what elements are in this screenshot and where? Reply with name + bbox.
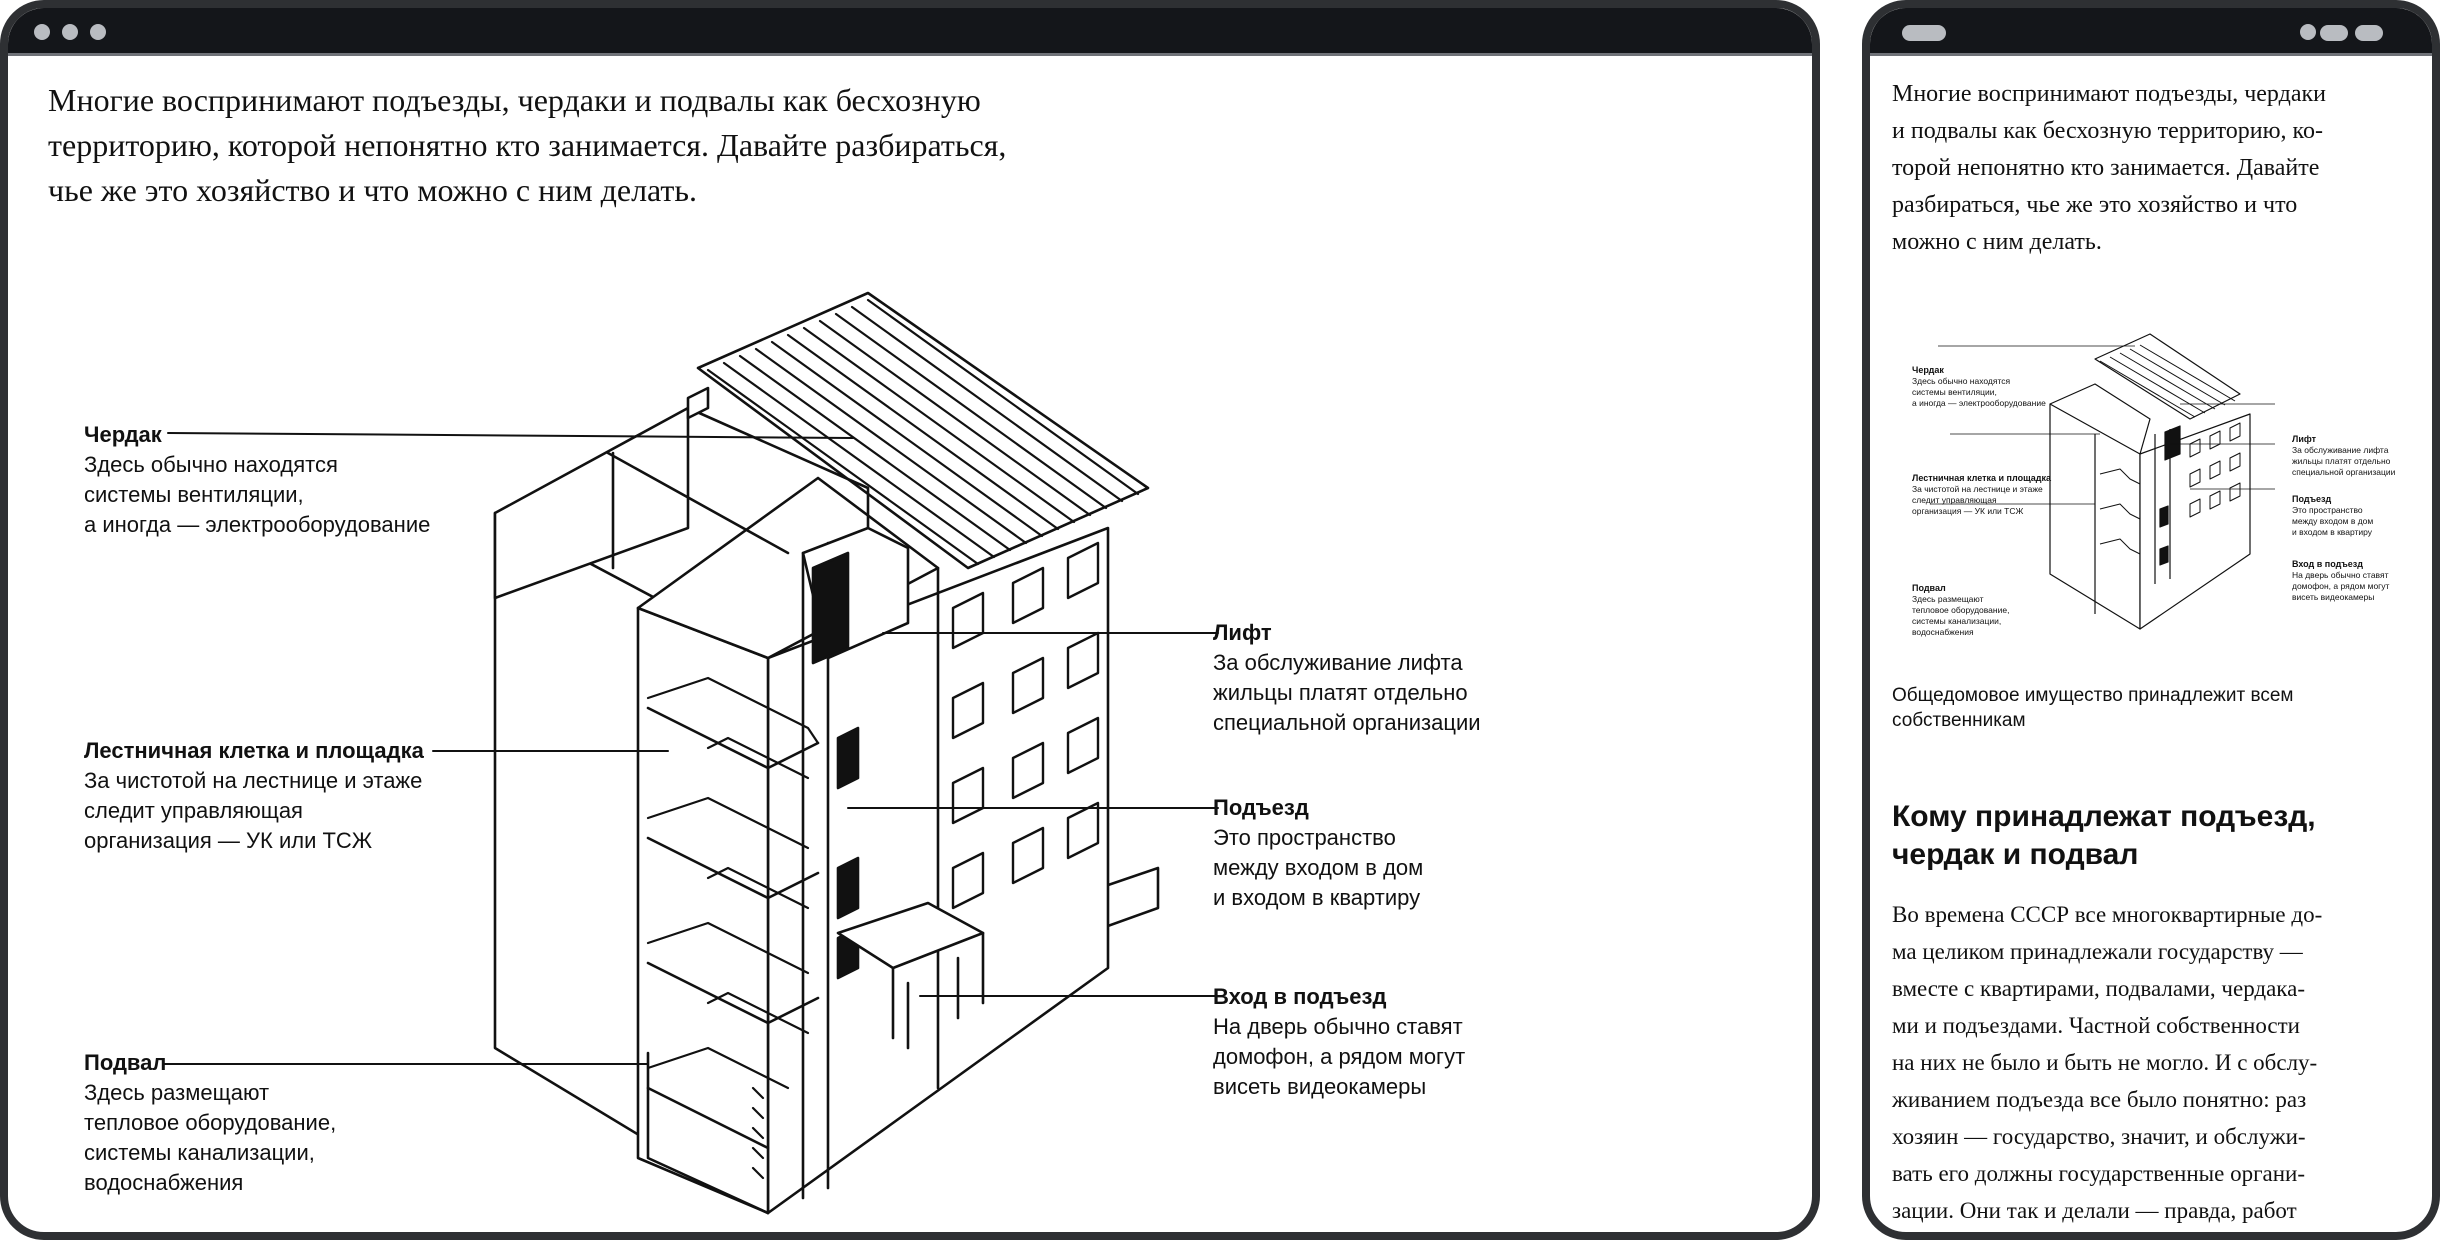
label-title: Чердак: [84, 420, 430, 450]
mobile-article-intro: Многие воспринимают подъезды, чердаки и …: [1892, 76, 2422, 261]
article-body: Во времена СССР все многоквартирные до- …: [1892, 896, 2426, 1229]
label-title: Вход в подъезд: [2292, 559, 2389, 570]
intro-line: можно с ним делать.: [1892, 224, 2422, 261]
label-description: Это пространство между входом в дом и вх…: [2292, 505, 2373, 538]
label-entrance: Вход в подъезд На дверь обычно ставят до…: [1213, 982, 1465, 1102]
label-title: Лифт: [2292, 434, 2395, 445]
body-line: вместе с квартирами, подвалами, чердака-: [1892, 970, 2426, 1007]
label-description: На дверь обычно ставят домофон, а рядом …: [1213, 1012, 1465, 1102]
mobile-browser-window: Многие воспринимают подъезды, чердаки и …: [1862, 0, 2440, 1240]
menu-dot-icon[interactable]: [2300, 24, 2316, 40]
caption-line: собственникам: [1892, 708, 2412, 733]
label-lift: Лифт За обслуживание лифта жильцы платят…: [1213, 618, 1481, 738]
label-title: Лифт: [1213, 618, 1481, 648]
label-description: На дверь обычно ставят домофон, а рядом …: [2292, 570, 2389, 603]
desktop-browser-window: Многие воспринимают подъезды, чердаки и …: [0, 0, 1820, 1240]
label-entrance-hall: Подъезд Это пространство между входом в …: [1213, 793, 1423, 913]
label-attic: Чердак Здесь обычно находятся системы ве…: [84, 420, 430, 540]
mobile-title-bar: [1870, 8, 2432, 56]
body-line: вать его должны государственные органи-: [1892, 1155, 2426, 1192]
caption-line: Общедомовое имущество принадлежит всем: [1892, 683, 2412, 708]
label-title: Лестничная клетка и площадка: [1912, 473, 2051, 484]
menu-dot-icon[interactable]: [2320, 25, 2348, 41]
heading-line: Кому принадлежат подъезд,: [1892, 798, 2412, 836]
label-title: Подвал: [84, 1048, 336, 1078]
label-title: Подъезд: [1213, 793, 1423, 823]
label-title: Подвал: [1912, 583, 2009, 594]
label-description: Это пространство между входом в дом и вх…: [1213, 823, 1423, 913]
label-description: Здесь обычно находятся системы вентиляци…: [84, 450, 430, 540]
intro-line: торой непонятно кто занимается. Давайте: [1892, 150, 2422, 187]
heading-line: чердак и подвал: [1892, 836, 2412, 874]
mobile-label-lift: Лифт За обслуживание лифта жильцы платят…: [2292, 434, 2395, 478]
body-line: ми и подъездами. Частной собственности: [1892, 1007, 2426, 1044]
body-line: на них не было и быть не могло. И с обсл…: [1892, 1044, 2426, 1081]
intro-line: и подвалы как бесхозную территорию, ко-: [1892, 113, 2422, 150]
menu-dot-icon[interactable]: [2355, 25, 2383, 41]
label-stairs: Лестничная клетка и площадка За чистотой…: [84, 736, 424, 856]
label-description: Здесь размещают тепловое оборудование, с…: [1912, 594, 2009, 638]
label-description: За обслуживание лифта жильцы платят отде…: [1213, 648, 1481, 738]
body-line: живанием подъезда все было понятно: раз: [1892, 1081, 2426, 1118]
body-line: Во времена СССР все многоквартирные до-: [1892, 896, 2426, 933]
label-description: За чистотой на лестнице и этаже следит у…: [1912, 484, 2051, 517]
intro-line: разбираться, чье же это хозяйство и что: [1892, 187, 2422, 224]
label-basement: Подвал Здесь размещают тепловое оборудов…: [84, 1048, 336, 1198]
label-description: За обслуживание лифта жильцы платят отде…: [2292, 445, 2395, 478]
label-title: Подъезд: [2292, 494, 2373, 505]
label-description: Здесь обычно находятся системы вентиляци…: [1912, 376, 2046, 409]
label-title: Лестничная клетка и площадка: [84, 736, 424, 766]
mobile-label-entrance: Вход в подъезд На дверь обычно ставят до…: [2292, 559, 2389, 603]
intro-line: Многие воспринимают подъезды, чердаки: [1892, 76, 2422, 113]
label-title: Вход в подъезд: [1213, 982, 1465, 1012]
mobile-label-basement: Подвал Здесь размещают тепловое оборудов…: [1912, 583, 2009, 638]
body-line: хозяин — государство, значит, и обслужи-: [1892, 1118, 2426, 1155]
address-bar-icon[interactable]: [1902, 25, 1946, 41]
body-line: зации. Они так и делали — правда, работ: [1892, 1192, 2426, 1229]
section-heading: Кому принадлежат подъезд, чердак и подва…: [1892, 798, 2412, 874]
label-description: Здесь размещают тепловое оборудование, с…: [84, 1078, 336, 1198]
figure-caption: Общедомовое имущество принадлежит всем с…: [1892, 683, 2412, 733]
label-description: За чистотой на лестнице и этаже следит у…: [84, 766, 424, 856]
mobile-label-entrance-hall: Подъезд Это пространство между входом в …: [2292, 494, 2373, 538]
mobile-label-attic: Чердак Здесь обычно находятся системы ве…: [1912, 365, 2046, 409]
label-title: Чердак: [1912, 365, 2046, 376]
body-line: ма целиком принадлежали государству —: [1892, 933, 2426, 970]
mobile-label-stairs: Лестничная клетка и площадка За чистотой…: [1912, 473, 2051, 517]
